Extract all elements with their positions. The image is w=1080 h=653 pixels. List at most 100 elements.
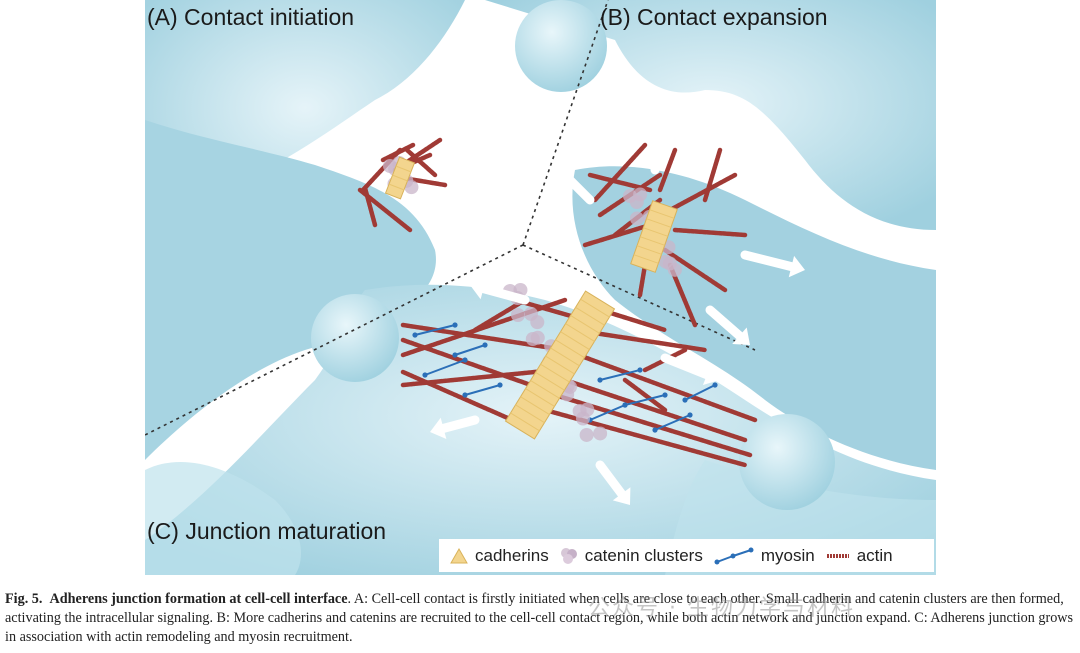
- nucleus: [515, 0, 607, 92]
- cadherin-icon: [450, 547, 468, 563]
- myosin-head: [412, 332, 418, 338]
- nucleus: [739, 414, 835, 510]
- myosin-head: [687, 412, 693, 418]
- cadherin-unit: [575, 306, 605, 326]
- actin-filament: [562, 347, 758, 423]
- arrow-shaft: [439, 415, 480, 433]
- arrow-head: [612, 487, 631, 505]
- caption-text: . A: Cell-cell contact is firstly initia…: [5, 591, 1074, 645]
- catenin-blob: [579, 427, 594, 442]
- cadherin-unit: [565, 323, 595, 342]
- arrow-shaft: [660, 353, 712, 380]
- catenin-blob: [530, 315, 545, 330]
- actin-filament: [400, 367, 558, 388]
- actin-filament: [357, 187, 413, 233]
- catenin-blob: [575, 411, 590, 426]
- myosin-filament: [624, 394, 666, 406]
- arrow-head: [430, 417, 447, 440]
- myosin-filament: [414, 324, 456, 336]
- cadherin-unit: [639, 236, 665, 246]
- myosin-head: [422, 372, 428, 378]
- arrow-head: [788, 255, 805, 278]
- myosin-head: [452, 322, 458, 328]
- legend-catenin: catenin clusters: [559, 546, 703, 566]
- panel-label-c: (C) Junction maturation: [147, 518, 387, 544]
- arrow-head: [702, 364, 720, 386]
- actin-filament: [380, 142, 416, 163]
- figure-caption: Fig. 5. Adherens junction formation at c…: [5, 590, 1077, 647]
- catenin-blob: [510, 307, 525, 322]
- myosin-head: [622, 402, 628, 408]
- cadherin-unit: [540, 363, 570, 383]
- catenin-blob: [404, 180, 419, 195]
- cadherin-unit: [560, 331, 590, 350]
- cadherin-unit: [643, 227, 669, 237]
- actin-filament: [657, 147, 678, 193]
- catenin-blob: [667, 262, 682, 277]
- figure-panel: (A) Contact initiation (B) Contact expan…: [145, 0, 936, 575]
- cadherin-unit: [392, 174, 408, 182]
- actin-filament: [622, 377, 668, 413]
- myosin-head: [637, 367, 643, 373]
- myosin-head: [482, 342, 488, 348]
- myosin-motors: [412, 322, 718, 433]
- actin-filament: [592, 142, 648, 203]
- catenin-blob: [593, 426, 608, 441]
- expansion-arrows: [430, 125, 805, 505]
- myosin-filament: [589, 404, 626, 421]
- cadherin-unit: [395, 165, 412, 173]
- myosin-filament: [464, 384, 501, 396]
- cadherin-unit: [580, 298, 610, 318]
- junction-illustration: [145, 0, 936, 575]
- arrow-shaft: [740, 250, 796, 272]
- legend: cadherins catenin clusters myosin actin: [439, 539, 934, 572]
- nucleus: [311, 294, 399, 382]
- cadherin-band: [630, 200, 678, 273]
- cadherin-unit: [525, 388, 555, 407]
- myosin-filament: [654, 414, 691, 431]
- catenin-blob: [629, 195, 644, 210]
- panel-label-b: (B) Contact expansion: [600, 4, 828, 30]
- arrow-shaft: [479, 284, 530, 305]
- cadherin-unit: [649, 209, 675, 219]
- cadherin-clusters: [384, 156, 678, 440]
- arrow-head: [555, 165, 573, 183]
- myosin-head: [462, 392, 468, 398]
- arrow-shaft: [595, 460, 627, 499]
- cadherin-unit: [550, 347, 580, 367]
- actin-filament: [400, 297, 568, 358]
- panel-label-a: (A) Contact initiation: [147, 4, 355, 30]
- myosin-head: [712, 382, 718, 388]
- nuclei: [311, 0, 835, 510]
- actin-filament: [637, 262, 648, 298]
- cadherin-unit: [535, 371, 565, 391]
- cadherin-unit: [636, 245, 662, 255]
- myosin-filament: [424, 359, 466, 376]
- actin-filament: [582, 222, 653, 248]
- cadherin-unit: [545, 355, 575, 375]
- caption-title: Adherens junction formation at cell-cell…: [49, 591, 348, 607]
- myosin-icon: [714, 547, 754, 564]
- myosin-head: [652, 427, 658, 433]
- myosin-head: [662, 392, 668, 398]
- myosin-head: [497, 382, 503, 388]
- actin-filament: [400, 322, 568, 353]
- actin-filament: [662, 247, 728, 293]
- myosin-head: [597, 377, 603, 383]
- myosin-filament: [454, 344, 486, 356]
- myosin-head: [462, 357, 468, 363]
- cadherin-unit: [633, 254, 659, 264]
- legend-myosin: myosin: [713, 546, 815, 566]
- cadherin-unit: [646, 218, 672, 228]
- arrow-shaft: [560, 170, 595, 205]
- actin-filament: [667, 172, 738, 213]
- watermark: 公众号 · 生物力学与材料: [588, 596, 855, 621]
- catenin-blob: [530, 330, 545, 345]
- actin-icon: [826, 553, 849, 558]
- myosin-filament: [684, 384, 716, 401]
- myosin-head: [452, 352, 458, 358]
- catenin-icon: [560, 547, 577, 564]
- actin-filament: [562, 377, 748, 443]
- panel-dividers: [145, 0, 756, 436]
- actin-filament: [702, 147, 723, 203]
